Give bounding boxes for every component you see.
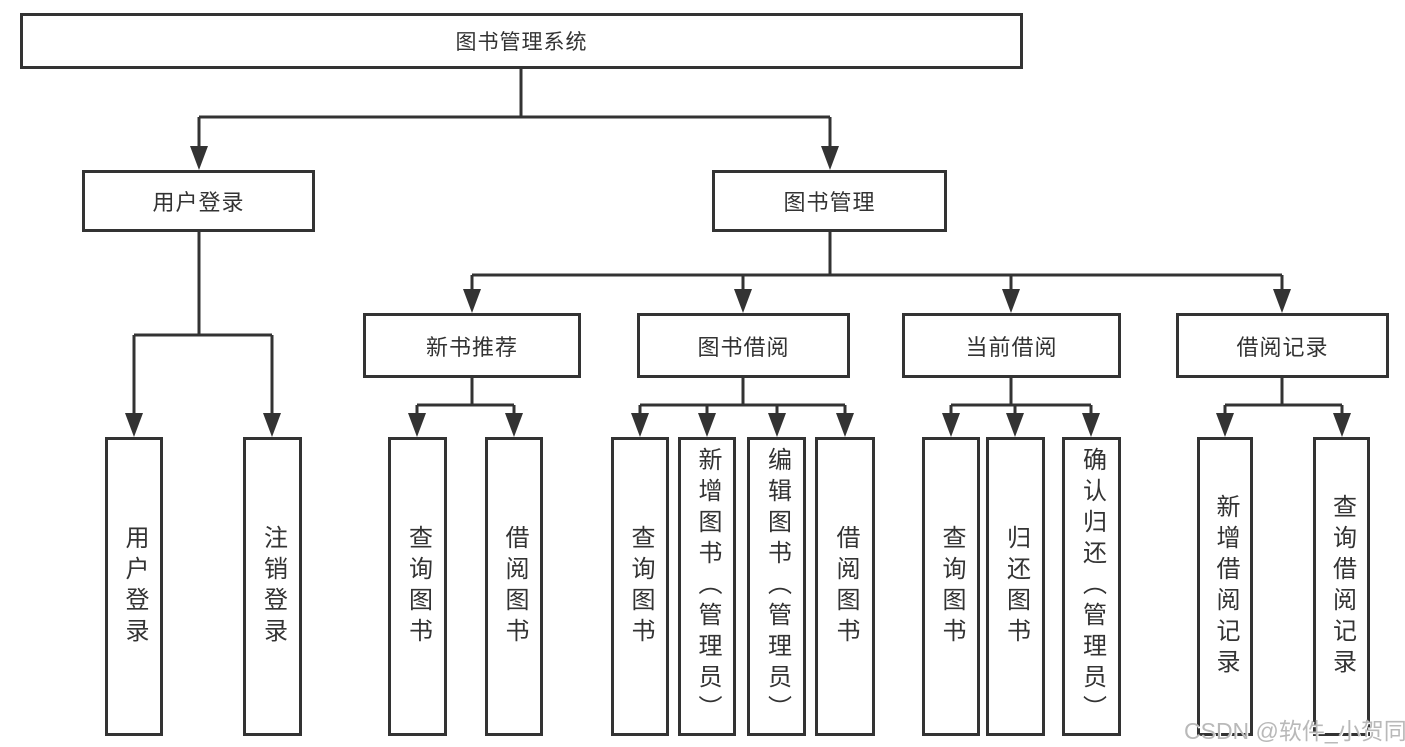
leaf-query-books-borrow: 查询图书 [611, 437, 669, 736]
leaf-borrow-books-recommend: 借阅图书 [485, 437, 543, 736]
arrowhead-icon [125, 413, 143, 437]
arrowhead-icon [505, 413, 523, 437]
connector-paths [132, 69, 1344, 419]
leaf-confirm-return-admin: 确认归还（管理员） [1062, 437, 1121, 736]
arrowhead-icon [836, 413, 854, 437]
arrowhead-icon [1006, 413, 1024, 437]
leaf-confirm-return-admin-label: 确认归还（管理员） [1078, 447, 1106, 726]
arrowhead-icon [698, 413, 716, 437]
arrowhead-icon [734, 289, 752, 313]
arrowhead-icon [1082, 413, 1100, 437]
node-current-borrow: 当前借阅 [902, 313, 1121, 378]
leaf-logout: 注销登录 [243, 437, 302, 736]
leaf-return-books: 归还图书 [986, 437, 1045, 736]
leaf-query-books-borrow-label: 查询图书 [627, 524, 654, 649]
node-user-login-label: 用户登录 [152, 190, 245, 215]
leaf-user-login: 用户登录 [105, 437, 163, 736]
leaf-add-books-admin-label: 新增图书（管理员） [694, 447, 721, 726]
node-new-book-recommend-label: 新书推荐 [425, 334, 518, 360]
arrowhead-icon [408, 413, 426, 437]
arrowhead-icon [1273, 289, 1291, 313]
leaf-add-books-admin: 新增图书（管理员） [678, 437, 736, 736]
leaf-query-books-current-label: 查询图书 [938, 524, 965, 649]
arrowhead-icon [263, 413, 281, 437]
leaf-borrow-books: 借阅图书 [815, 437, 875, 736]
arrowhead-icon [1216, 413, 1234, 437]
node-borrow-records-label: 借阅记录 [1236, 334, 1329, 360]
arrowhead-icon [631, 413, 649, 437]
leaf-query-books-recommend-label: 查询图书 [404, 524, 432, 649]
node-user-login: 用户登录 [82, 170, 315, 232]
watermark: CSDN @软件_小贺同学 [1184, 718, 1405, 744]
arrowhead-icon [821, 146, 839, 170]
leaf-borrow-books-recommend-label: 借阅图书 [501, 524, 528, 649]
leaf-query-borrow-record-label: 查询借阅记录 [1328, 493, 1356, 680]
node-root: 图书管理系统 [20, 13, 1023, 69]
node-book-management: 图书管理 [712, 170, 947, 232]
leaf-add-borrow-record: 新增借阅记录 [1197, 437, 1253, 736]
leaf-query-books-recommend: 查询图书 [388, 437, 447, 736]
arrowhead-icon [942, 413, 960, 437]
leaf-user-login-label: 用户登录 [121, 524, 148, 649]
leaf-query-books-current: 查询图书 [922, 437, 980, 736]
leaf-return-books-label: 归还图书 [1002, 524, 1030, 649]
leaf-logout-label: 注销登录 [259, 524, 287, 649]
leaf-edit-books-admin-label: 编辑图书（管理员） [763, 447, 791, 726]
node-current-borrow-label: 当前借阅 [965, 334, 1058, 360]
leaf-query-borrow-record: 查询借阅记录 [1313, 437, 1370, 736]
node-root-label: 图书管理系统 [455, 31, 588, 54]
node-borrow-records: 借阅记录 [1176, 313, 1389, 378]
arrowhead-icon [190, 146, 208, 170]
leaf-borrow-books-label: 借阅图书 [832, 524, 859, 649]
arrowhead-icon [1333, 413, 1351, 437]
node-book-management-label: 图书管理 [783, 190, 876, 215]
arrowhead-icon [1002, 289, 1020, 313]
leaf-edit-books-admin: 编辑图书（管理员） [747, 437, 806, 736]
arrowhead-icons [125, 146, 1351, 437]
arrowhead-icon [463, 289, 481, 313]
node-book-borrow-label: 图书借阅 [697, 334, 790, 360]
arrowhead-icon [768, 413, 786, 437]
node-book-borrow: 图书借阅 [637, 313, 850, 378]
leaf-add-borrow-record-label: 新增借阅记录 [1212, 493, 1239, 680]
node-new-book-recommend: 新书推荐 [363, 313, 581, 378]
